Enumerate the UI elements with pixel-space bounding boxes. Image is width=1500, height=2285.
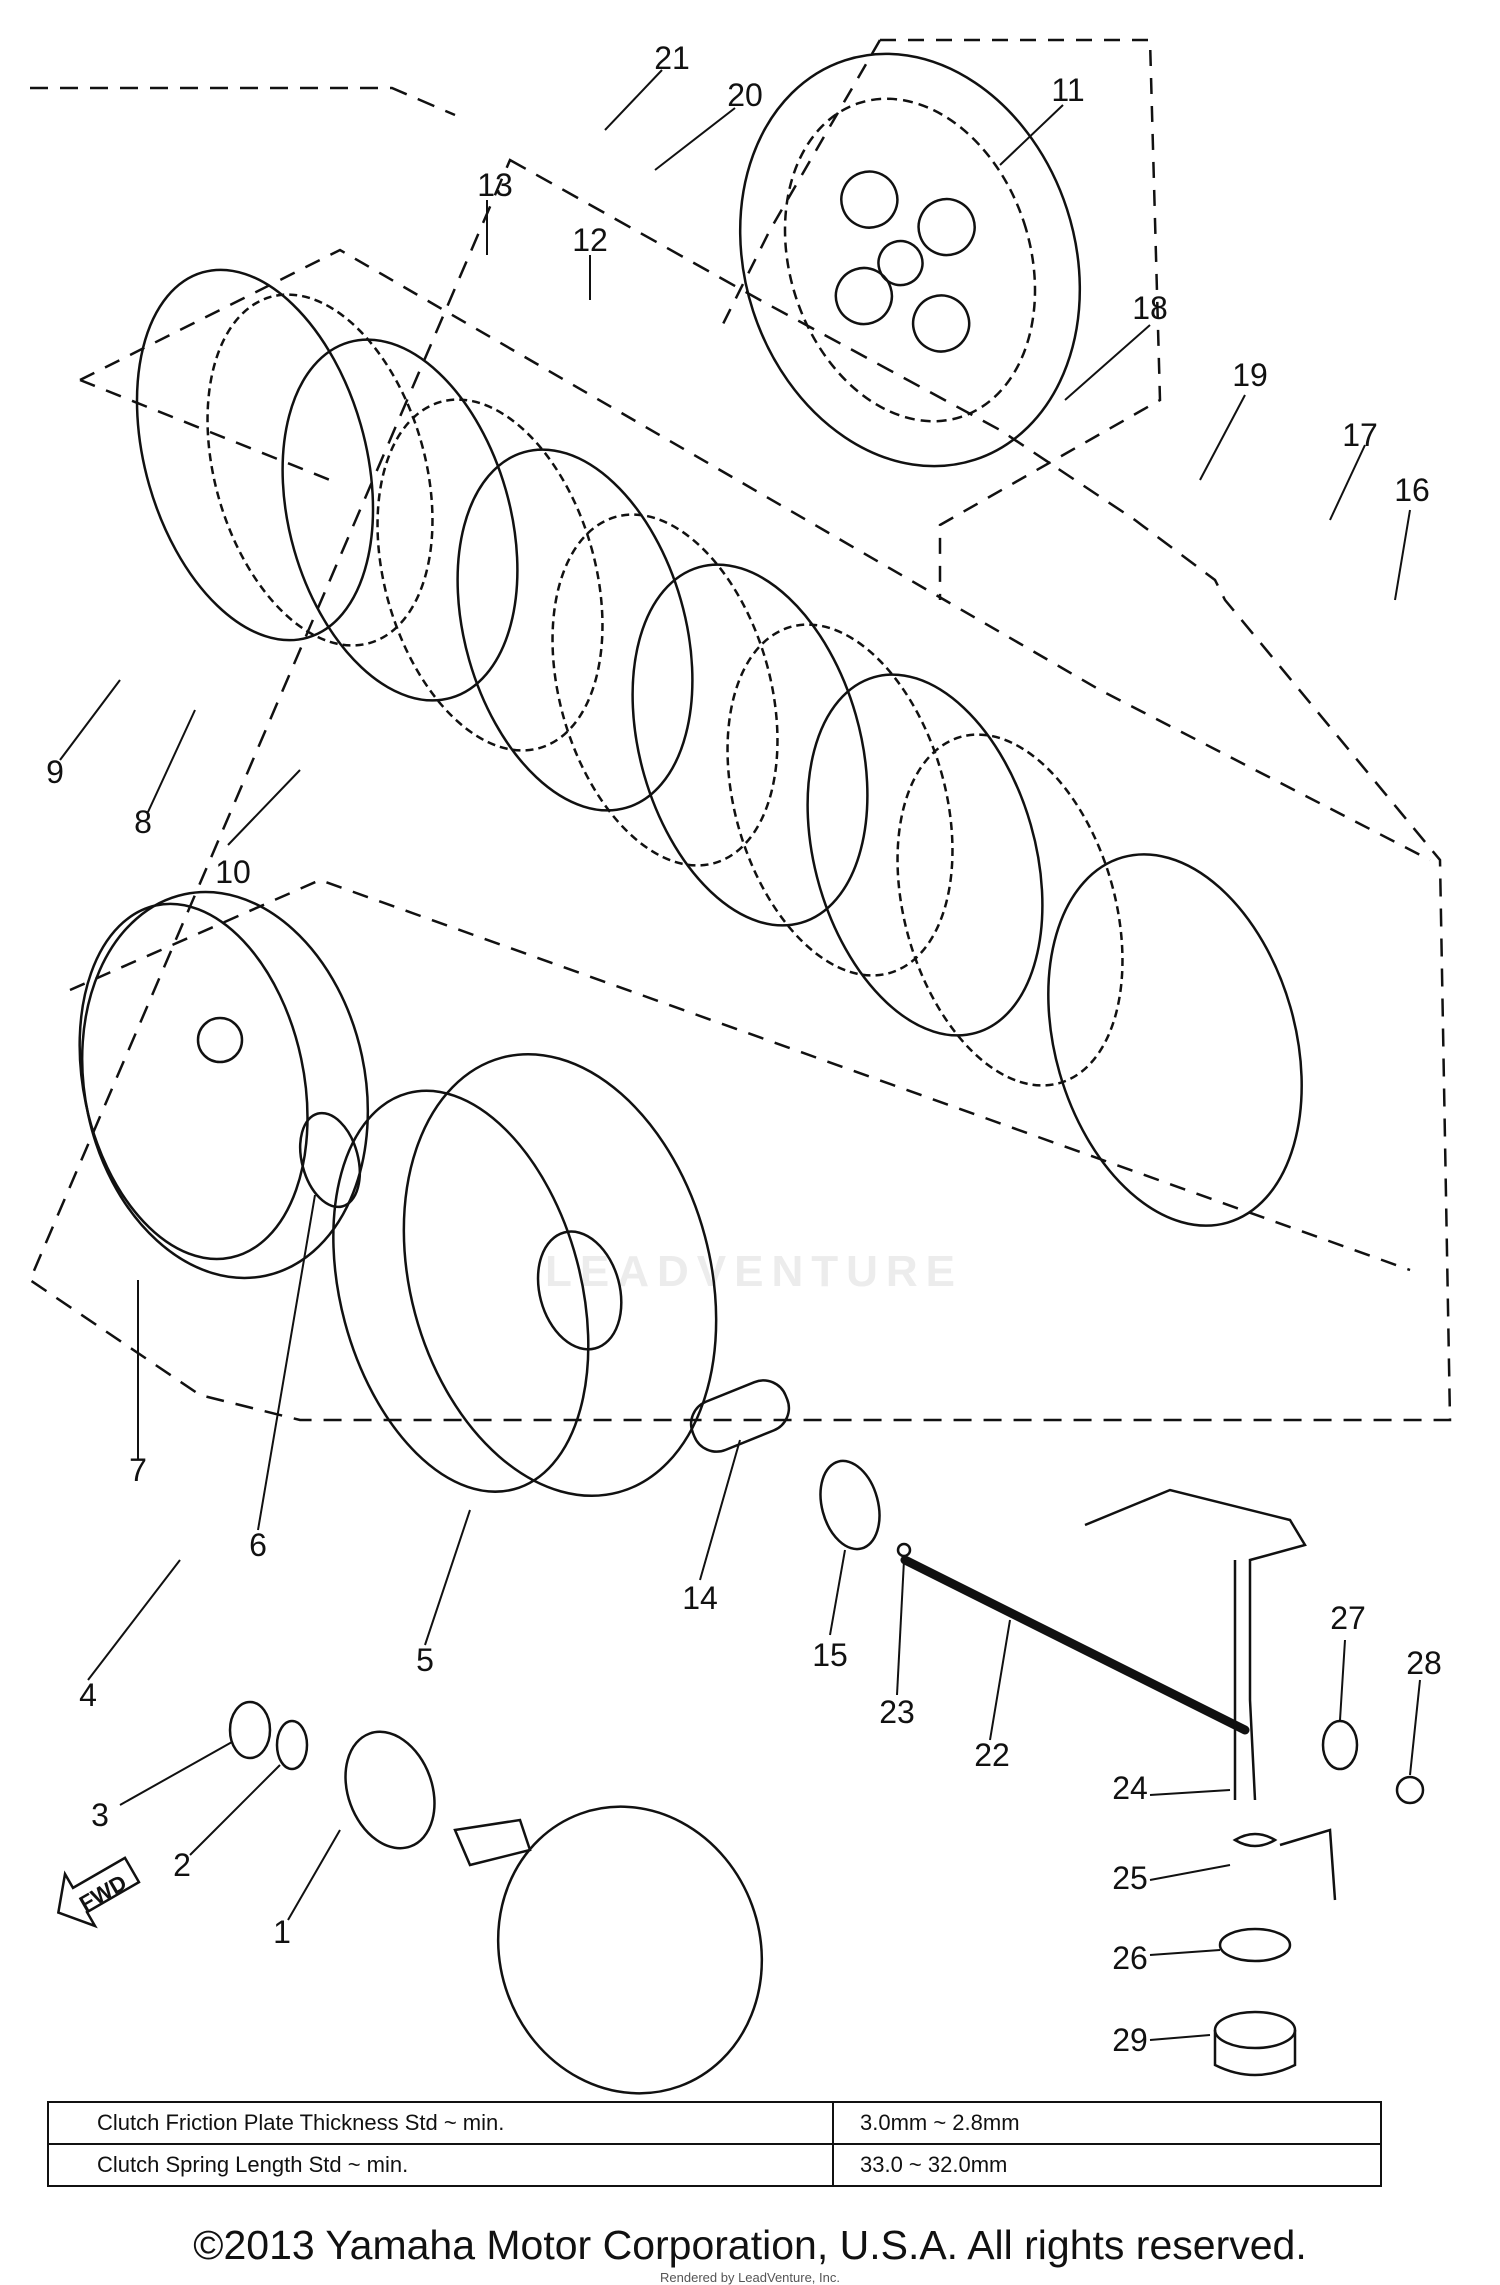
callout-label: 13 <box>477 167 513 203</box>
leader-lines <box>59 69 1421 2041</box>
oil-seal-29 <box>1213 2010 1297 2050</box>
assembly-boundary-dashed <box>28 86 1452 1422</box>
spec-value: 33.0 ~ 32.0mm <box>832 2143 1382 2187</box>
pressure-plate <box>738 52 1082 468</box>
clutch-plate-stack <box>135 268 1303 1227</box>
plate-pack-boundary-dashed <box>69 248 1431 1272</box>
spacer <box>689 1379 791 1453</box>
clutch-boss <box>78 890 370 1280</box>
spec-row: Clutch Spring Length Std ~ min. 33.0 ~ 3… <box>47 2143 1382 2187</box>
callout-label: 26 <box>1112 1940 1148 1976</box>
callout-label: 4 <box>79 1677 97 1713</box>
oil-seal-26 <box>1218 1927 1292 1963</box>
callout-label: 3 <box>91 1797 109 1833</box>
callout-label: 7 <box>129 1452 147 1488</box>
callout-label: 18 <box>1132 290 1168 326</box>
fwd-arrow-icon <box>56 1856 141 1929</box>
push-lever-axle <box>1084 1488 1307 1801</box>
screw-28 <box>1395 1775 1425 1805</box>
callout-label: 5 <box>416 1642 434 1678</box>
callout-label: 12 <box>572 222 608 258</box>
watermark: LEADVENTURE <box>545 1247 964 1296</box>
ball <box>896 1542 912 1558</box>
crank-web <box>496 1805 764 2095</box>
callout-label: 10 <box>215 854 251 890</box>
washer <box>819 1459 881 1551</box>
callout-label: 25 <box>1112 1860 1148 1896</box>
washer-27 <box>1321 1719 1359 1771</box>
clutch-housing <box>332 1052 718 1498</box>
primary-drive-gear <box>344 1730 436 1850</box>
callout-label: 20 <box>727 77 763 113</box>
callout-label: 14 <box>682 1580 718 1616</box>
crankshaft <box>453 1818 532 1867</box>
spec-row: Clutch Friction Plate Thickness Std ~ mi… <box>47 2101 1382 2145</box>
callout-label: 29 <box>1112 2022 1148 2058</box>
nut <box>228 1700 272 1760</box>
callout-label: 2 <box>173 1847 191 1883</box>
callout-label: 6 <box>249 1527 267 1563</box>
push-rod <box>900 1555 1250 1735</box>
fwd-label: FWD <box>75 1870 131 1917</box>
callout-label: 27 <box>1330 1600 1366 1636</box>
render-credit: Rendered by LeadVenture, Inc. <box>660 2270 840 2285</box>
callout-label: 8 <box>134 804 152 840</box>
copyright-notice: ©2013 Yamaha Motor Corporation, U.S.A. A… <box>193 2222 1307 2268</box>
thrust-washer <box>298 1111 362 1209</box>
pressure-plate-boundary-dashed <box>718 38 1162 600</box>
spec-table: Clutch Friction Plate Thickness Std ~ mi… <box>47 2101 1382 2187</box>
callout-label: 28 <box>1406 1645 1442 1681</box>
lock-washer <box>275 1719 309 1771</box>
callout-label: 17 <box>1342 417 1378 453</box>
spec-item: Clutch Friction Plate Thickness Std ~ mi… <box>47 2101 834 2145</box>
callout-label: 9 <box>46 754 64 790</box>
callout-label: 16 <box>1394 472 1430 508</box>
spec-value: 3.0mm ~ 2.8mm <box>832 2101 1382 2145</box>
callout-label: 15 <box>812 1637 848 1673</box>
callout-label: 23 <box>879 1694 915 1730</box>
callout-label: 1 <box>273 1914 291 1950</box>
callout-label: 11 <box>1051 72 1085 108</box>
spec-item: Clutch Spring Length Std ~ min. <box>47 2143 834 2187</box>
spring-25 <box>1232 1828 1337 1901</box>
callout-label: 22 <box>974 1737 1010 1773</box>
callout-label: 21 <box>654 40 690 76</box>
callout-label: 24 <box>1112 1770 1148 1806</box>
callout-label: 19 <box>1232 357 1268 393</box>
